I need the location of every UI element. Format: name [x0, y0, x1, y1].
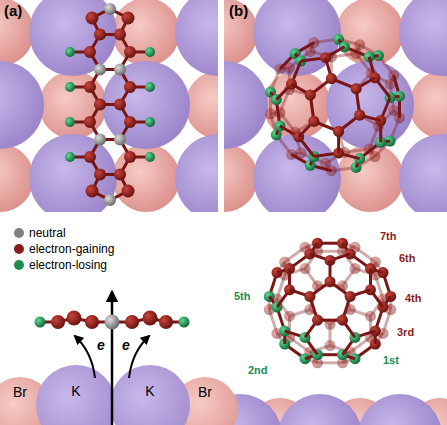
atom — [305, 89, 316, 100]
atom-rank: 2nd — [248, 364, 268, 377]
atom-sphere: K — [110, 365, 190, 425]
legend-row: electron-gaining — [14, 242, 114, 256]
atom-sphere: K — [36, 365, 116, 425]
atom-rank: 4th — [405, 292, 422, 305]
atom — [333, 126, 344, 137]
atom — [305, 89, 316, 100]
atom — [351, 83, 362, 94]
panel-label: (a) — [4, 2, 22, 19]
legend-text: electron-gaining — [29, 242, 114, 256]
atom — [325, 276, 336, 287]
molecule-top-view — [65, 3, 155, 206]
substrate-top-b — [224, 0, 447, 212]
molecule-side-view — [35, 311, 190, 330]
element-symbol: Br — [13, 385, 27, 400]
atom — [333, 126, 344, 137]
legend-swatch — [14, 244, 24, 254]
panel-label: (b) — [229, 2, 248, 19]
atom-rank: 5th — [234, 290, 251, 303]
legend-swatch — [14, 260, 24, 270]
substrate-side-b — [222, 394, 447, 425]
element-symbol: Br — [198, 385, 212, 400]
legend-row: neutral — [14, 226, 66, 240]
legend-row: electron-losing — [14, 258, 107, 272]
atom — [351, 83, 362, 94]
legend-text: neutral — [29, 226, 66, 240]
atom-rank: 7th — [380, 230, 397, 243]
atom — [354, 110, 365, 121]
atom — [308, 116, 319, 127]
atom — [345, 291, 356, 302]
atom — [326, 73, 337, 84]
atom — [326, 73, 337, 84]
element-symbol: K — [71, 384, 80, 399]
atom-rank: 6th — [399, 252, 416, 265]
atom — [354, 110, 365, 121]
electron-label: e — [97, 337, 105, 353]
substrate-top-a — [0, 0, 218, 212]
c60-side-view — [264, 238, 396, 369]
legend-text: electron-losing — [29, 258, 107, 272]
electron-label: e — [122, 337, 130, 353]
atom-rank: 1st — [383, 354, 399, 367]
atom-rank: 3rd — [397, 326, 414, 339]
atom — [312, 315, 323, 326]
c60-top-view — [265, 34, 405, 176]
legend-swatch — [14, 228, 24, 238]
atom — [308, 116, 319, 127]
atom — [337, 315, 348, 326]
atom — [304, 291, 315, 302]
element-symbol: K — [145, 384, 154, 399]
